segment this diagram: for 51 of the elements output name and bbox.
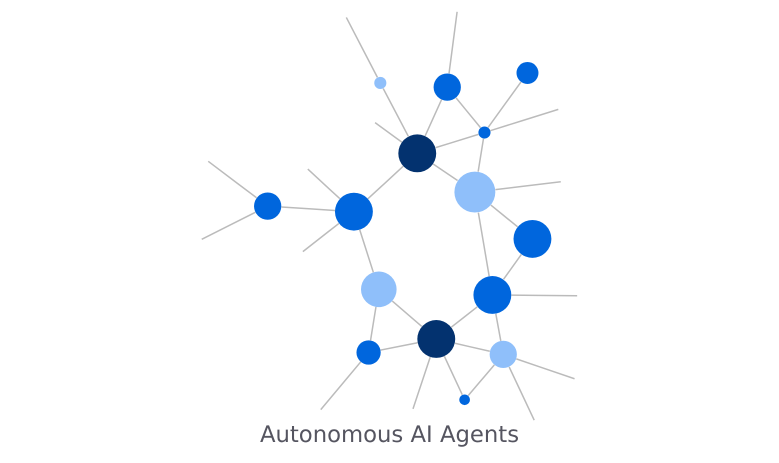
connector	[374, 122, 402, 143]
connector	[508, 366, 535, 421]
node-circle	[374, 76, 386, 90]
connector	[435, 134, 479, 148]
node-circle	[478, 126, 491, 139]
connector	[450, 306, 478, 328]
connector	[346, 17, 378, 78]
diagram-title: Autonomous AI Agents	[260, 422, 520, 448]
node-circle	[434, 74, 461, 101]
connector	[281, 206, 336, 212]
connector	[516, 358, 575, 380]
connector	[307, 168, 340, 200]
connector	[380, 342, 418, 351]
connector	[302, 222, 340, 252]
node-circle	[473, 276, 512, 314]
connector	[477, 138, 484, 172]
node-circle	[398, 134, 436, 172]
connector	[412, 356, 431, 410]
node-circle	[361, 272, 397, 308]
connector	[478, 212, 490, 276]
node-circle	[490, 340, 517, 368]
connector	[359, 230, 374, 273]
connector	[424, 99, 442, 136]
connector	[490, 108, 559, 132]
node-circle	[254, 192, 282, 220]
connector	[490, 204, 518, 228]
connector	[488, 82, 522, 128]
node-circle	[459, 394, 470, 406]
connector	[432, 163, 458, 182]
connector	[502, 254, 522, 280]
connector	[495, 181, 561, 190]
connector	[444, 356, 463, 396]
node-circle	[454, 172, 496, 213]
connector	[382, 88, 409, 137]
connector	[511, 294, 578, 297]
connector	[201, 212, 256, 240]
node-circle	[516, 62, 538, 84]
node-circle	[356, 340, 381, 365]
connector	[454, 342, 490, 352]
connector	[468, 364, 495, 396]
connector	[208, 160, 257, 198]
connector	[367, 166, 404, 200]
node-circle	[514, 220, 552, 258]
connector	[370, 306, 377, 340]
connector	[455, 97, 482, 128]
node-circle	[417, 320, 456, 358]
connector	[392, 300, 422, 328]
connector	[448, 12, 458, 74]
node-circle	[334, 192, 373, 231]
connector	[320, 361, 362, 410]
connector	[495, 314, 502, 342]
